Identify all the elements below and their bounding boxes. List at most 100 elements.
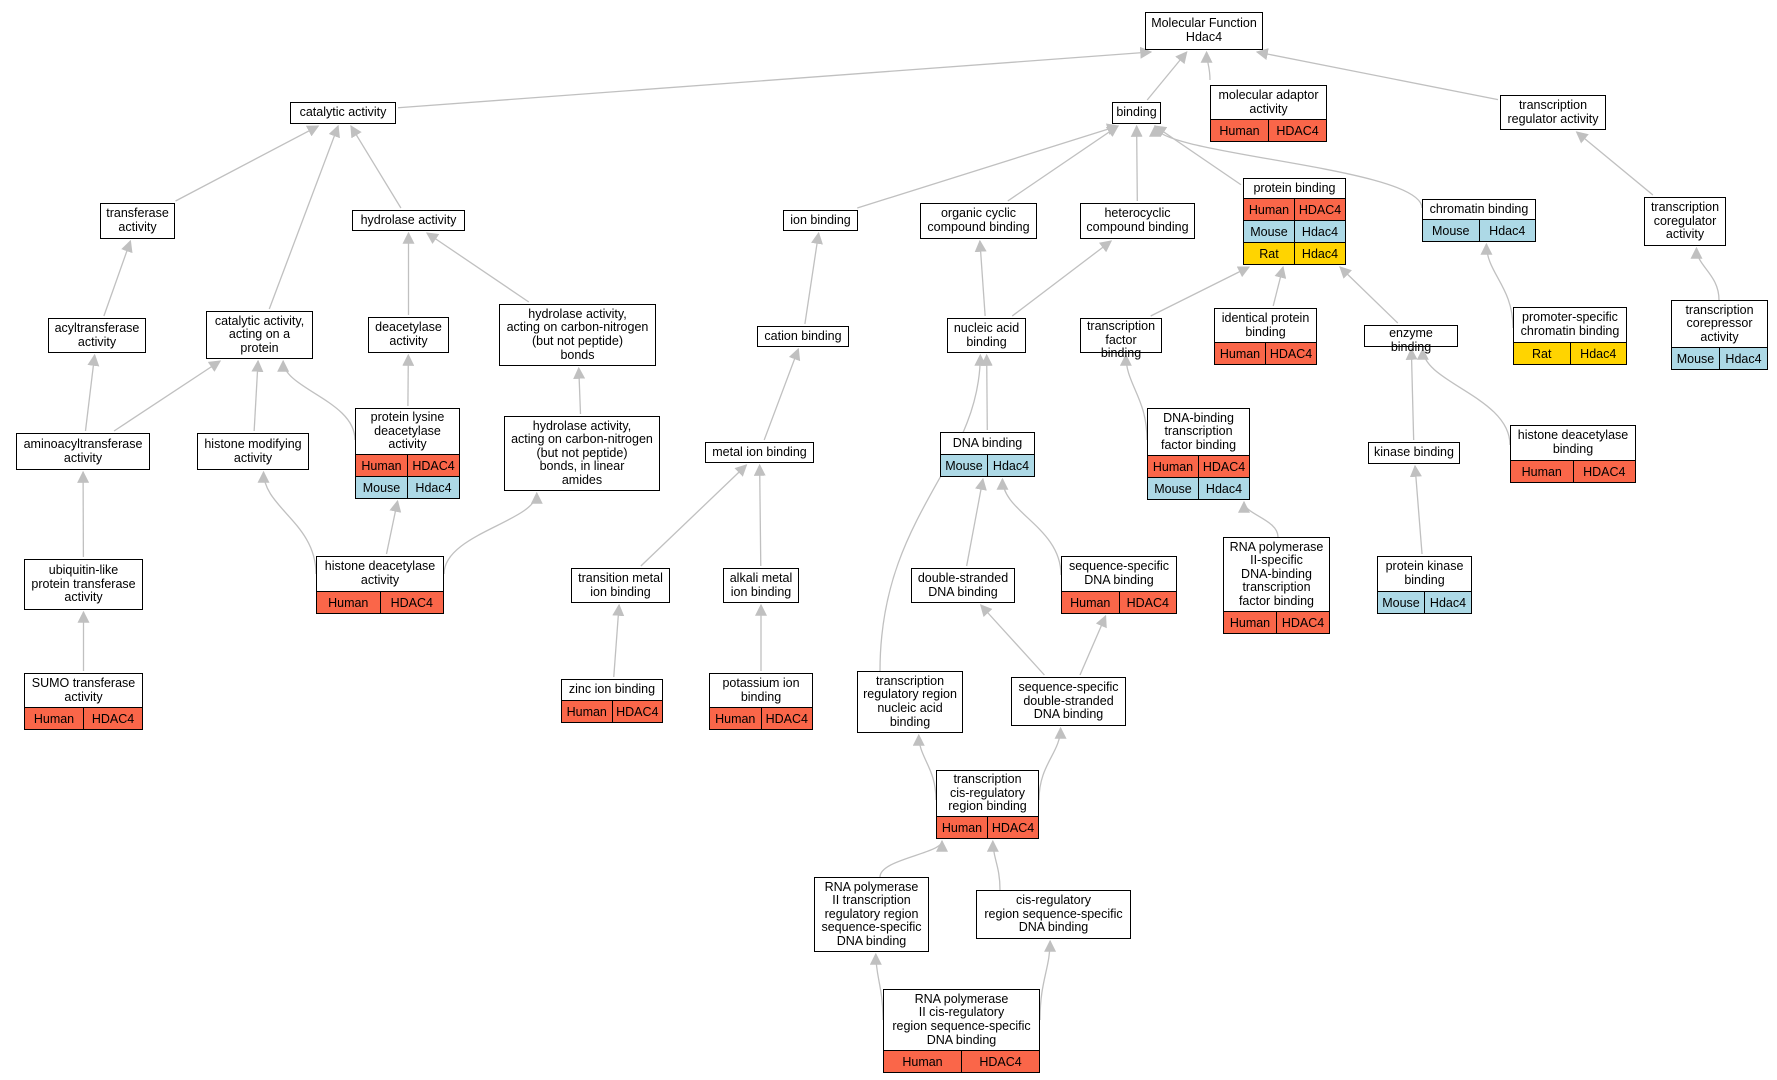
edge-hmod-to-catprot <box>251 359 264 432</box>
go-term-label: Molecular Function Hdac4 <box>1151 16 1257 44</box>
go-term-node-kinb[interactable]: kinase binding <box>1368 442 1460 464</box>
go-term-label: acyltransferase activity <box>54 320 140 349</box>
go-term-node-nab[interactable]: nucleic acid binding <box>947 318 1026 353</box>
go-term-label: enzyme binding <box>1389 326 1433 354</box>
go-term-node-tfb[interactable]: transcription factor binding <box>1080 318 1162 360</box>
go-term-node-ionb[interactable]: ion binding <box>783 210 858 231</box>
edge-pldac-to-catprot <box>277 359 356 441</box>
go-term-node-binding[interactable]: binding <box>1112 102 1161 124</box>
go-term-node-tra[interactable]: transcription regulator activity <box>1500 95 1606 130</box>
go-term-label: transcription corepressor activity <box>1685 302 1754 344</box>
go-term-node-tcrrb[interactable]: transcription cis-regulatory region bind… <box>936 770 1039 839</box>
go-term-node-crssdna[interactable]: cis-regulatory region sequence-specific … <box>976 890 1131 939</box>
gene-cell: Hdac4 <box>987 455 1034 476</box>
go-term-node-hcb[interactable]: heterocyclic compound binding <box>1080 203 1195 239</box>
go-term-label: transcription regulator activity <box>1507 97 1599 126</box>
go-term-node-catprot[interactable]: catalytic activity, acting on a protein <box>206 311 313 359</box>
go-term-label: ubiquitin-like protein transferase activ… <box>31 563 136 605</box>
go-term-node-transferase[interactable]: transferase activity <box>100 203 175 239</box>
go-term-label: protein binding <box>1253 180 1336 195</box>
go-term-label: transcription cis-regulatory region bind… <box>948 772 1027 814</box>
go-term-node-acyl[interactable]: acyltransferase activity <box>48 318 146 353</box>
go-term-node-metalb[interactable]: metal ion binding <box>705 442 814 463</box>
edge-metalb-to-cationb <box>763 347 801 441</box>
go-term-node-rnap2trr[interactable]: RNA polymerase II transcription regulato… <box>814 877 929 952</box>
go-term-node-tca[interactable]: transcription coregulator activity <box>1644 197 1726 246</box>
gene-cell: HDAC4 <box>1294 199 1345 220</box>
edge-catalytic-to-mf <box>397 46 1153 109</box>
go-term-node-deac[interactable]: deacetylase activity <box>368 317 449 353</box>
go-term-node-hacn[interactable]: hydrolase activity, acting on carbon-nit… <box>499 304 656 366</box>
go-term-label: hydrolase activity, acting on carbon-nit… <box>511 418 653 487</box>
species-cell: Human <box>1219 346 1261 361</box>
species-cell: Human <box>1248 202 1290 217</box>
gene-cell: Hdac4 <box>1478 220 1536 241</box>
go-term-node-aminoacyl[interactable]: aminoacyltransferase activity <box>16 433 150 470</box>
edge-rnap2trr-to-tcrrb <box>879 839 948 878</box>
go-term-label: kinase binding <box>1374 445 1454 460</box>
go-term-node-hmod[interactable]: histone modifying activity <box>197 433 309 470</box>
go-term-node-ocb[interactable]: organic cyclic compound binding <box>920 203 1037 239</box>
gene-cell: Hdac4 <box>1294 221 1345 242</box>
gene-cell: HDAC4 <box>1118 592 1177 613</box>
edge-cationb-to-ionb <box>804 231 823 325</box>
edge-aminoacyl-to-catprot <box>113 360 222 432</box>
edge-acyl-to-transferase <box>103 239 133 317</box>
edge-adaptor-to-mf <box>1200 50 1213 81</box>
go-term-node-dsdna[interactable]: double-stranded DNA binding <box>911 568 1015 603</box>
go-term-node-amib[interactable]: alkali metal ion binding <box>723 568 799 603</box>
go-term-node-rnap2cr[interactable]: RNA polymerase II cis-regulatory region … <box>883 989 1040 1073</box>
edge-nab-to-ocb <box>974 239 987 317</box>
go-term-node-dbtfb[interactable]: DNA-binding transcription factor binding… <box>1147 408 1250 500</box>
go-term-node-cationb[interactable]: cation binding <box>757 326 849 347</box>
go-term-node-trrna[interactable]: transcription regulatory region nucleic … <box>857 671 963 733</box>
edge-hydrolase-to-catalytic <box>350 124 402 209</box>
edge-hacnl-to-hacn <box>573 366 586 415</box>
go-term-node-ubl[interactable]: ubiquitin-like protein transferase activ… <box>24 559 143 610</box>
go-term-node-catalytic[interactable]: catalytic activity <box>290 102 396 124</box>
edge-enzb-to-protb <box>1339 266 1399 324</box>
species-cell: Human <box>902 1054 943 1069</box>
go-term-label: promoter-specific chromatin binding <box>1520 310 1620 338</box>
go-term-node-mf[interactable]: Molecular Function Hdac4 <box>1145 12 1263 50</box>
edge-rnap2cr-to-crssdna <box>1039 939 1057 1021</box>
edge-dbtfb-to-tfb <box>1119 353 1148 441</box>
go-term-node-ssdsdna[interactable]: sequence-specific double-stranded DNA bi… <box>1011 677 1126 726</box>
edge-ionb-to-binding <box>857 123 1120 209</box>
gene-cell: HDAC4 <box>1265 343 1316 364</box>
go-term-node-enzb[interactable]: enzyme binding <box>1364 325 1458 353</box>
species-cell: Human <box>1152 459 1194 474</box>
species-cell: Mouse <box>1154 481 1192 496</box>
go-term-label: catalytic activity, acting on a protein <box>214 313 305 355</box>
go-term-node-rnap2tf[interactable]: RNA polymerase II-specific DNA-binding t… <box>1223 537 1330 634</box>
go-term-label: hydrolase activity <box>360 212 457 227</box>
gene-cell: Hdac4 <box>1424 592 1471 613</box>
go-term-node-hacnl[interactable]: hydrolase activity, acting on carbon-nit… <box>504 416 660 491</box>
edge-crssdna-to-tcrrb <box>986 839 1001 891</box>
go-term-node-tmib[interactable]: transition metal ion binding <box>571 568 670 603</box>
go-term-node-hydrolase[interactable]: hydrolase activity <box>352 210 465 231</box>
